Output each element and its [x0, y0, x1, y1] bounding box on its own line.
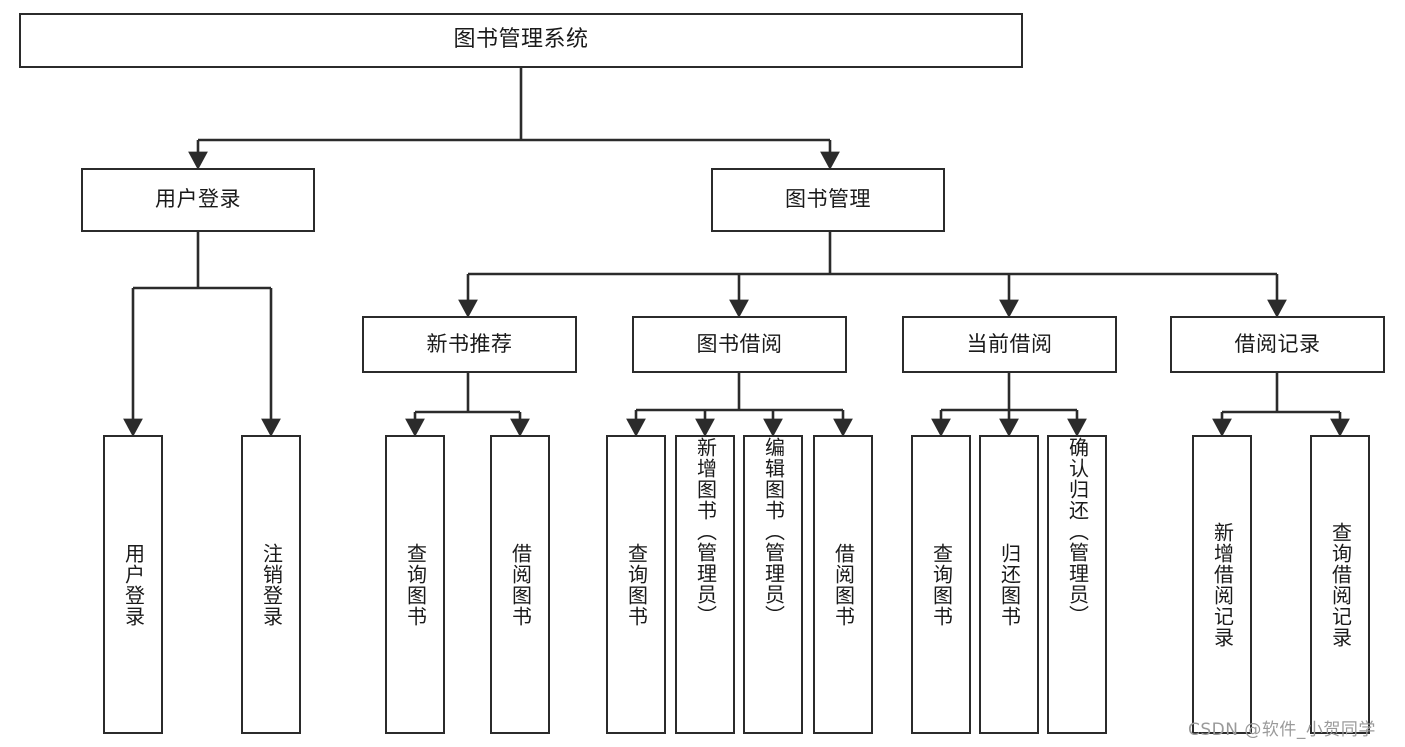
node-label: 用户登录 [121, 542, 146, 627]
node-leaf-confirm-return-admin[interactable]: 确认归还（管理员） [1047, 435, 1107, 734]
node-label: 确认归还（管理员） [1065, 437, 1090, 626]
node-label: 查询图书 [403, 542, 428, 627]
node-borrow-record[interactable]: 借阅记录 [1170, 316, 1385, 373]
node-new-book-recommend[interactable]: 新书推荐 [362, 316, 577, 373]
node-leaf-user-logout[interactable]: 注销登录 [241, 435, 301, 734]
node-leaf-return-book[interactable]: 归还图书 [979, 435, 1039, 734]
node-user-login[interactable]: 用户登录 [81, 168, 315, 232]
node-label: 新书推荐 [426, 331, 513, 356]
node-label: 编辑图书（管理员） [761, 437, 786, 626]
node-label: 新增图书（管理员） [693, 437, 718, 626]
node-book-borrow[interactable]: 图书借阅 [632, 316, 847, 373]
node-leaf-add-borrow-record[interactable]: 新增借阅记录 [1192, 435, 1252, 734]
node-book-management[interactable]: 图书管理 [711, 168, 945, 232]
node-label: 查询借阅记录 [1328, 521, 1353, 648]
node-label: 当前借阅 [966, 331, 1053, 356]
node-label: 借阅记录 [1234, 331, 1321, 356]
node-label: 查询图书 [929, 542, 954, 627]
node-leaf-query-borrow-record[interactable]: 查询借阅记录 [1310, 435, 1370, 734]
watermark-text: CSDN @软件_小贺同学 [1188, 720, 1376, 740]
node-root-system[interactable]: 图书管理系统 [19, 13, 1023, 68]
node-leaf-borrow-book-rec[interactable]: 借阅图书 [490, 435, 550, 734]
node-label: 图书借阅 [696, 331, 783, 356]
node-leaf-user-login[interactable]: 用户登录 [103, 435, 163, 734]
node-label: 用户登录 [155, 187, 241, 212]
node-leaf-query-book-rec[interactable]: 查询图书 [385, 435, 445, 734]
node-leaf-borrow-book[interactable]: 借阅图书 [813, 435, 873, 734]
node-leaf-add-book-admin[interactable]: 新增图书（管理员） [675, 435, 735, 734]
node-label: 归还图书 [997, 542, 1022, 627]
node-label: 新增借阅记录 [1210, 521, 1235, 648]
node-leaf-edit-book-admin[interactable]: 编辑图书（管理员） [743, 435, 803, 734]
node-label: 图书管理系统 [453, 27, 589, 53]
node-label: 图书管理 [785, 187, 871, 212]
node-label: 借阅图书 [508, 542, 533, 627]
node-label: 查询图书 [624, 542, 649, 627]
node-current-borrow[interactable]: 当前借阅 [902, 316, 1117, 373]
node-leaf-query-book-current[interactable]: 查询图书 [911, 435, 971, 734]
node-label: 注销登录 [259, 542, 284, 627]
node-leaf-query-book-borrow[interactable]: 查询图书 [606, 435, 666, 734]
node-label: 借阅图书 [831, 542, 856, 627]
